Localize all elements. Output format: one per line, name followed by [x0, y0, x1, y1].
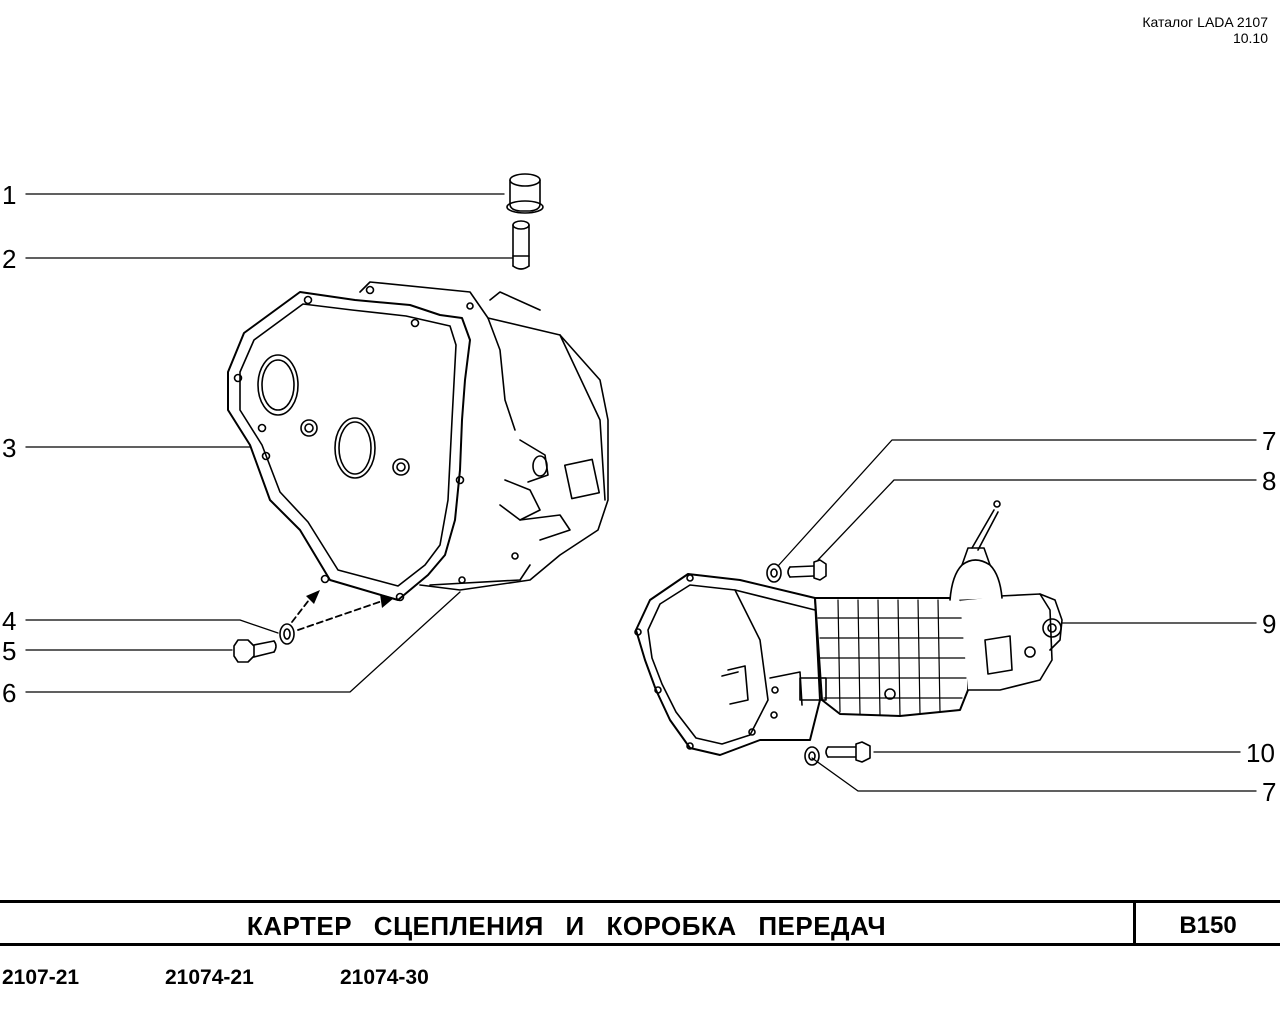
part-4-washer [279, 623, 295, 645]
callout-6: 6 [2, 678, 16, 708]
drawing-code: B150 [1179, 912, 1237, 939]
leader-lines-left [25, 193, 513, 693]
callout-2: 2 [2, 244, 16, 274]
callout-7-upper: 7 [1262, 426, 1276, 456]
part-3-clutch-housing [227, 281, 609, 631]
callout-9: 9 [1262, 609, 1276, 639]
callout-1: 1 [2, 180, 16, 210]
model-code: 2107-21 [2, 966, 80, 989]
part-2-sleeve [512, 220, 530, 270]
part-10-bolt [825, 741, 871, 763]
parts-diagram: 1 2 3 4 5 6 7 8 9 10 7 [2, 173, 1276, 807]
callout-10: 10 [1246, 738, 1275, 768]
leader-lines-right [777, 439, 1257, 792]
model-code: 21074-21 [165, 966, 254, 989]
callout-3: 3 [2, 433, 16, 463]
catalog-revision: 10.10 [1232, 30, 1268, 46]
title-divider [1133, 903, 1136, 943]
callout-8: 8 [1262, 466, 1276, 496]
part-1-breather-cap [506, 173, 544, 214]
part-7-washer-lower [804, 746, 820, 766]
callout-7-lower: 7 [1262, 777, 1276, 807]
part-7-washer-upper [766, 563, 782, 583]
part-9-gearbox-assembly [634, 500, 1063, 756]
callout-numbers: 1 2 3 4 5 6 7 8 9 10 7 [2, 180, 1276, 807]
part-5-bolt [233, 639, 277, 663]
callout-4: 4 [2, 606, 16, 636]
catalog-title: Каталог LADA 2107 [1142, 14, 1268, 30]
part-8-bolt [787, 559, 827, 581]
callout-5: 5 [2, 636, 16, 666]
model-code: 21074-30 [340, 966, 429, 989]
drawing-title: КАРТЕР СЦЕПЛЕНИЯ И КОРОБКА ПЕРЕДАЧ [246, 911, 887, 941]
catalog-header: Каталог LADA 2107 10.10 [1142, 14, 1268, 46]
title-bar: КАРТЕР СЦЕПЛЕНИЯ И КОРОБКА ПЕРЕДАЧ B150 [0, 900, 1280, 946]
